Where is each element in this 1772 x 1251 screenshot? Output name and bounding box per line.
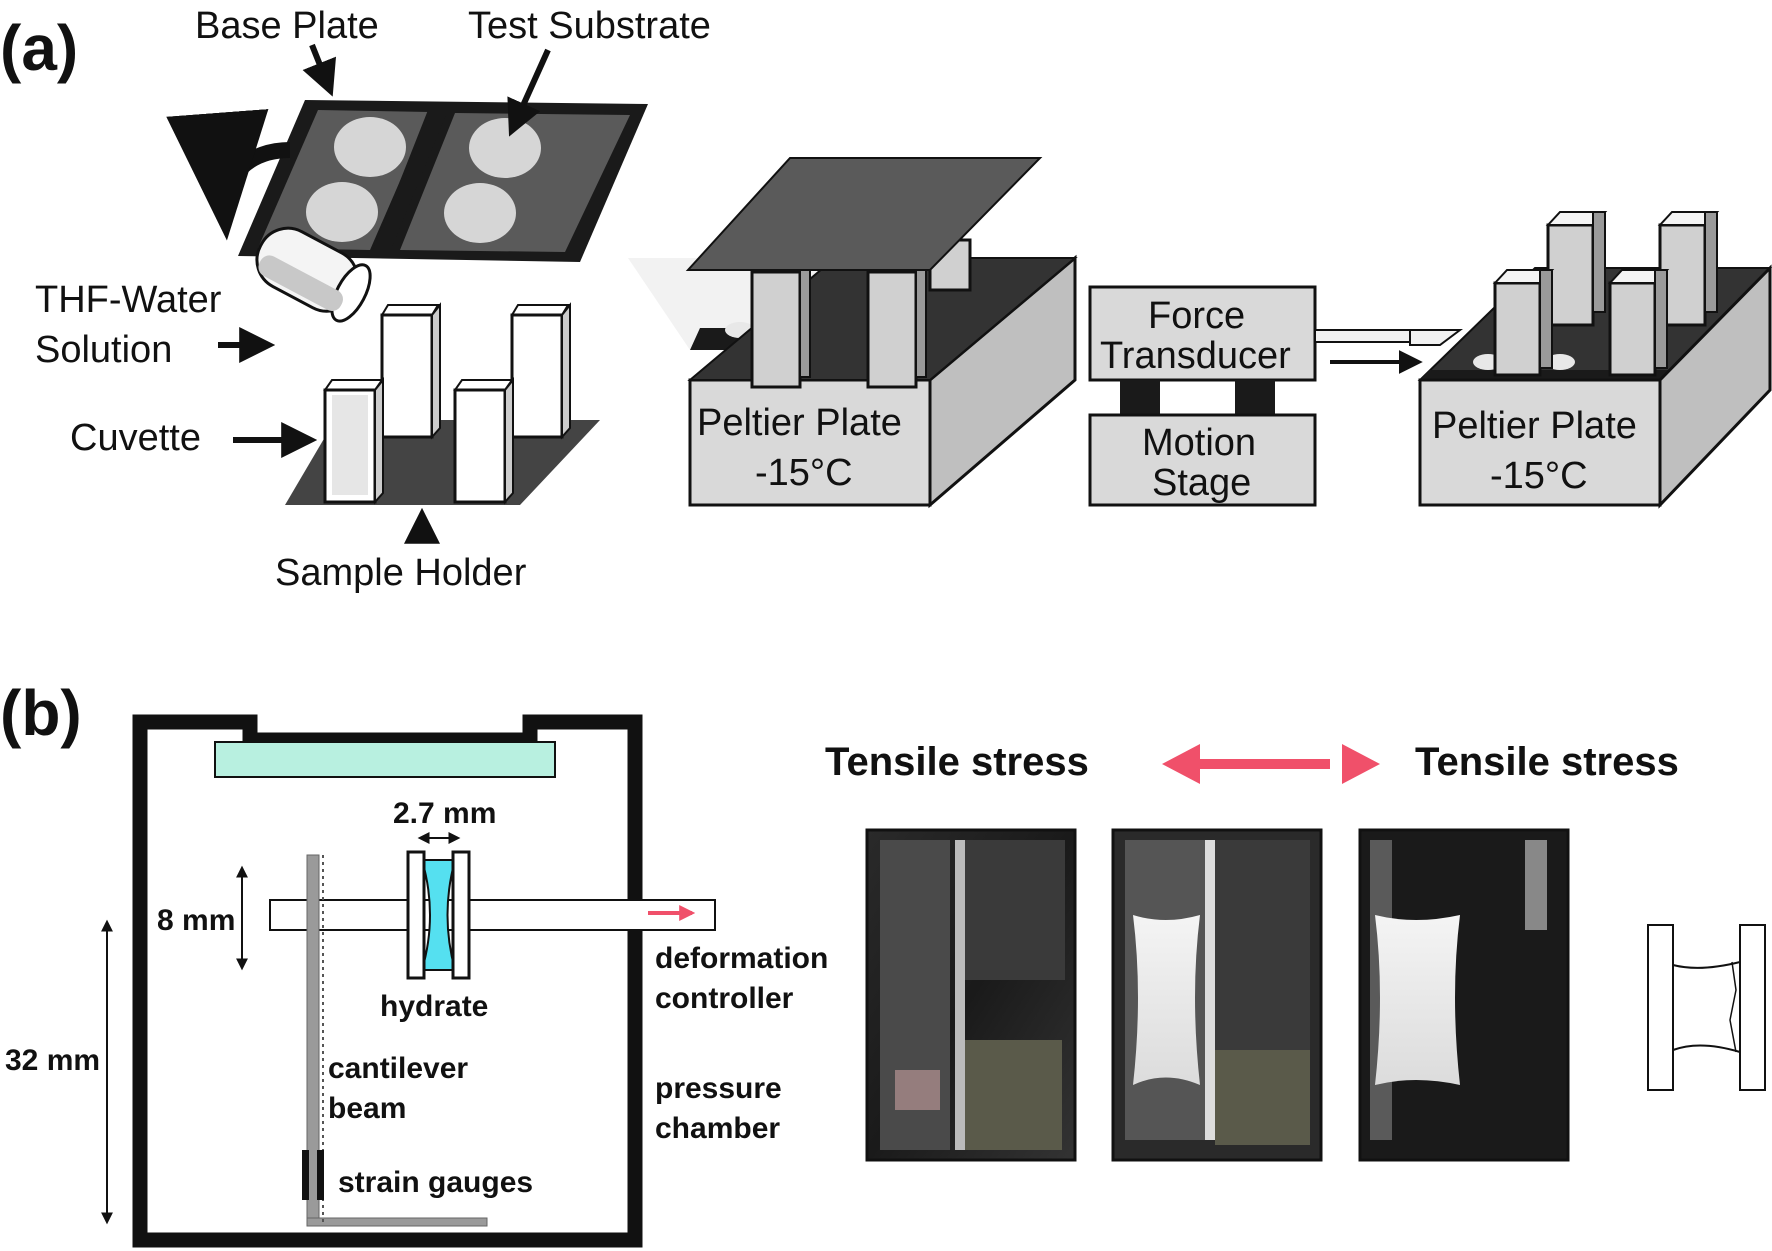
photo-3 xyxy=(1358,828,1570,1162)
viewing-window xyxy=(214,741,556,778)
cantilever-base xyxy=(306,1217,488,1227)
panel-a: (a) Base Plate Test Substrate THF-Water … xyxy=(0,5,1772,594)
base-plate-label: Base Plate xyxy=(195,5,379,47)
strain-gauge xyxy=(302,1150,309,1200)
hydrate-label: hydrate xyxy=(380,990,488,1023)
sample-holder-label: Sample Holder xyxy=(275,552,527,594)
fracture-schematic xyxy=(1647,924,1766,1091)
strain-gauges-label: strain gauges xyxy=(338,1166,533,1199)
peltier1-line2: -15°C xyxy=(755,452,853,494)
test-substrate-disc xyxy=(306,182,378,242)
tensile-double-arrow xyxy=(1162,744,1380,784)
force-line1: Force xyxy=(1148,295,1245,337)
peltier-plate-1 xyxy=(628,157,1078,509)
test-substrate-label: Test Substrate xyxy=(468,5,711,47)
cuvette xyxy=(510,302,571,440)
width-dim-label: 2.7 mm xyxy=(393,797,496,830)
test-substrate-disc xyxy=(444,183,516,243)
peltier2-line1: Peltier Plate xyxy=(1432,405,1637,447)
thf-tube xyxy=(255,226,372,323)
cuvette-filled xyxy=(323,377,384,505)
peltier1-line1: Peltier Plate xyxy=(697,402,902,444)
thf-label-line2: Solution xyxy=(35,329,172,371)
sample-holder xyxy=(285,302,600,505)
deformation-rod xyxy=(269,899,716,931)
tensile-left-label: Tensile stress xyxy=(825,740,1089,784)
flip-arrow xyxy=(166,109,291,241)
photo-1 xyxy=(865,828,1077,1162)
force-line2: Transducer xyxy=(1100,335,1291,377)
height-dim-label: 8 mm xyxy=(157,904,235,937)
force-transducer xyxy=(1088,285,1463,415)
motion-line1: Motion xyxy=(1142,422,1256,464)
pressure-chamber xyxy=(132,714,643,1248)
panel-b: (b) 2.7 mm 8 mm 32 mm hydrate deformati xyxy=(0,677,1766,1248)
motion-line2: Stage xyxy=(1152,462,1251,504)
test-substrate-disc xyxy=(334,117,406,177)
cantilever-line2: beam xyxy=(328,1092,406,1125)
base-plate-arrow xyxy=(302,43,337,97)
cuvette xyxy=(380,302,441,440)
chamber-dim-label: 32 mm xyxy=(5,1044,100,1077)
deform-line1: deformation xyxy=(655,942,828,975)
peltier-plate-2 xyxy=(1417,211,1772,509)
tensile-right-label: Tensile stress xyxy=(1415,740,1679,784)
motion-stage xyxy=(1088,413,1317,507)
test-substrate-arrow xyxy=(507,48,551,137)
base-plate xyxy=(238,100,648,262)
cantilever-line1: cantilever xyxy=(328,1052,468,1085)
panel-b-letter: (b) xyxy=(0,677,82,749)
deform-line2: controller xyxy=(655,982,794,1015)
pressure-line1: pressure xyxy=(655,1072,782,1105)
cuvette-label: Cuvette xyxy=(70,417,201,459)
photo-2 xyxy=(1111,828,1323,1162)
panel-a-letter: (a) xyxy=(0,12,78,84)
strain-gauge xyxy=(317,1150,324,1200)
thf-label-line1: THF-Water xyxy=(35,279,222,321)
peltier2-line2: -15°C xyxy=(1490,455,1588,497)
pressure-line2: chamber xyxy=(655,1112,780,1145)
hydrate-sample xyxy=(406,850,471,980)
cuvette xyxy=(453,377,514,505)
test-substrate-disc xyxy=(469,118,541,178)
